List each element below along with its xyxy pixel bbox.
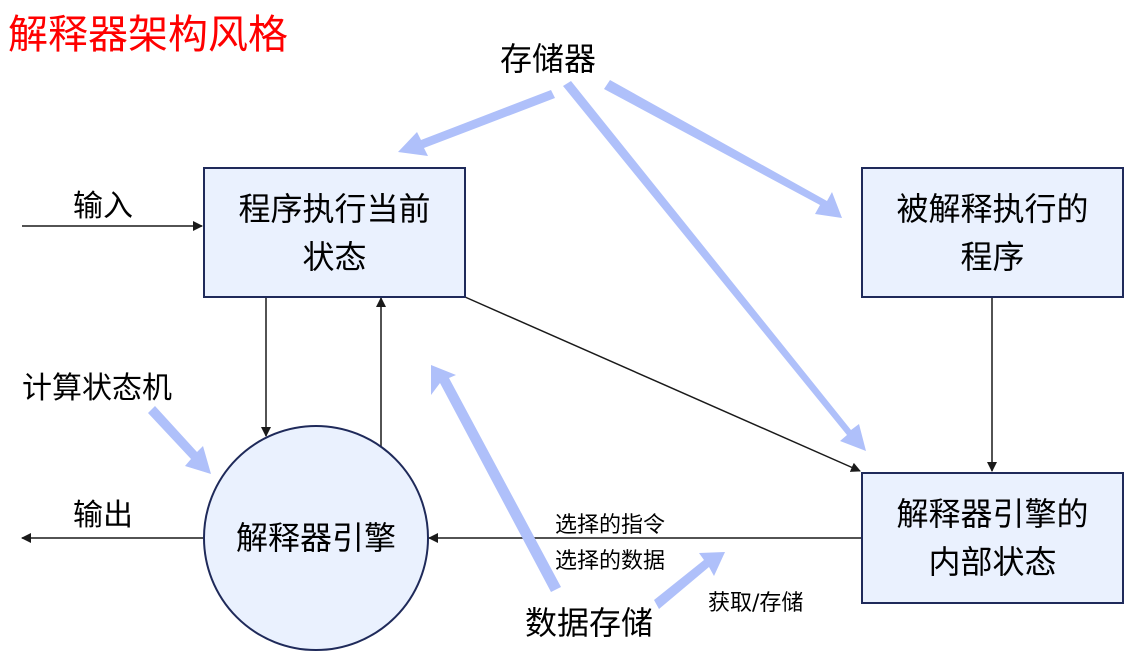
interpreter-engine-label: 解释器引擎	[235, 519, 396, 557]
selected-instruction-label: 选择的指令	[555, 513, 666, 538]
engine-internal-state-node: 解释器引擎的 内部状态	[861, 472, 1124, 604]
storage-to-program-arrow	[604, 80, 842, 218]
output-label: 输出	[73, 498, 133, 533]
storage-to-internal-arrow	[563, 81, 866, 451]
interpreted-program-node: 被解释执行的 程序	[861, 167, 1124, 298]
state-machine-arrow	[148, 406, 211, 474]
engine-internal-state-line2: 内部状态	[928, 543, 1057, 581]
interpreter-engine-node: 解释器引擎	[203, 425, 429, 651]
program-state-line2: 状态	[302, 237, 367, 276]
page-title: 解释器架构风格	[8, 12, 288, 58]
data-storage-label: 数据存储	[525, 604, 654, 642]
storage-to-state-arrow	[398, 90, 555, 156]
fetch-store-arrow	[654, 552, 725, 609]
state-to-internal-arrow	[464, 296, 861, 472]
interpreted-program-line2: 程序	[960, 237, 1025, 276]
engine-internal-state-line1: 解释器引擎的	[896, 495, 1089, 533]
interpreted-program-line1: 被解释执行的	[896, 189, 1089, 228]
storage-label: 存储器	[500, 40, 597, 78]
program-state-line1: 程序执行当前	[238, 189, 431, 228]
data-storage-to-state-arrow	[431, 365, 561, 592]
state-machine-label: 计算状态机	[22, 371, 172, 406]
input-label: 输入	[73, 189, 133, 224]
selected-data-label: 选择的数据	[555, 549, 666, 574]
program-state-node: 程序执行当前 状态	[203, 167, 466, 298]
fetch-store-label: 获取/存储	[708, 591, 804, 616]
